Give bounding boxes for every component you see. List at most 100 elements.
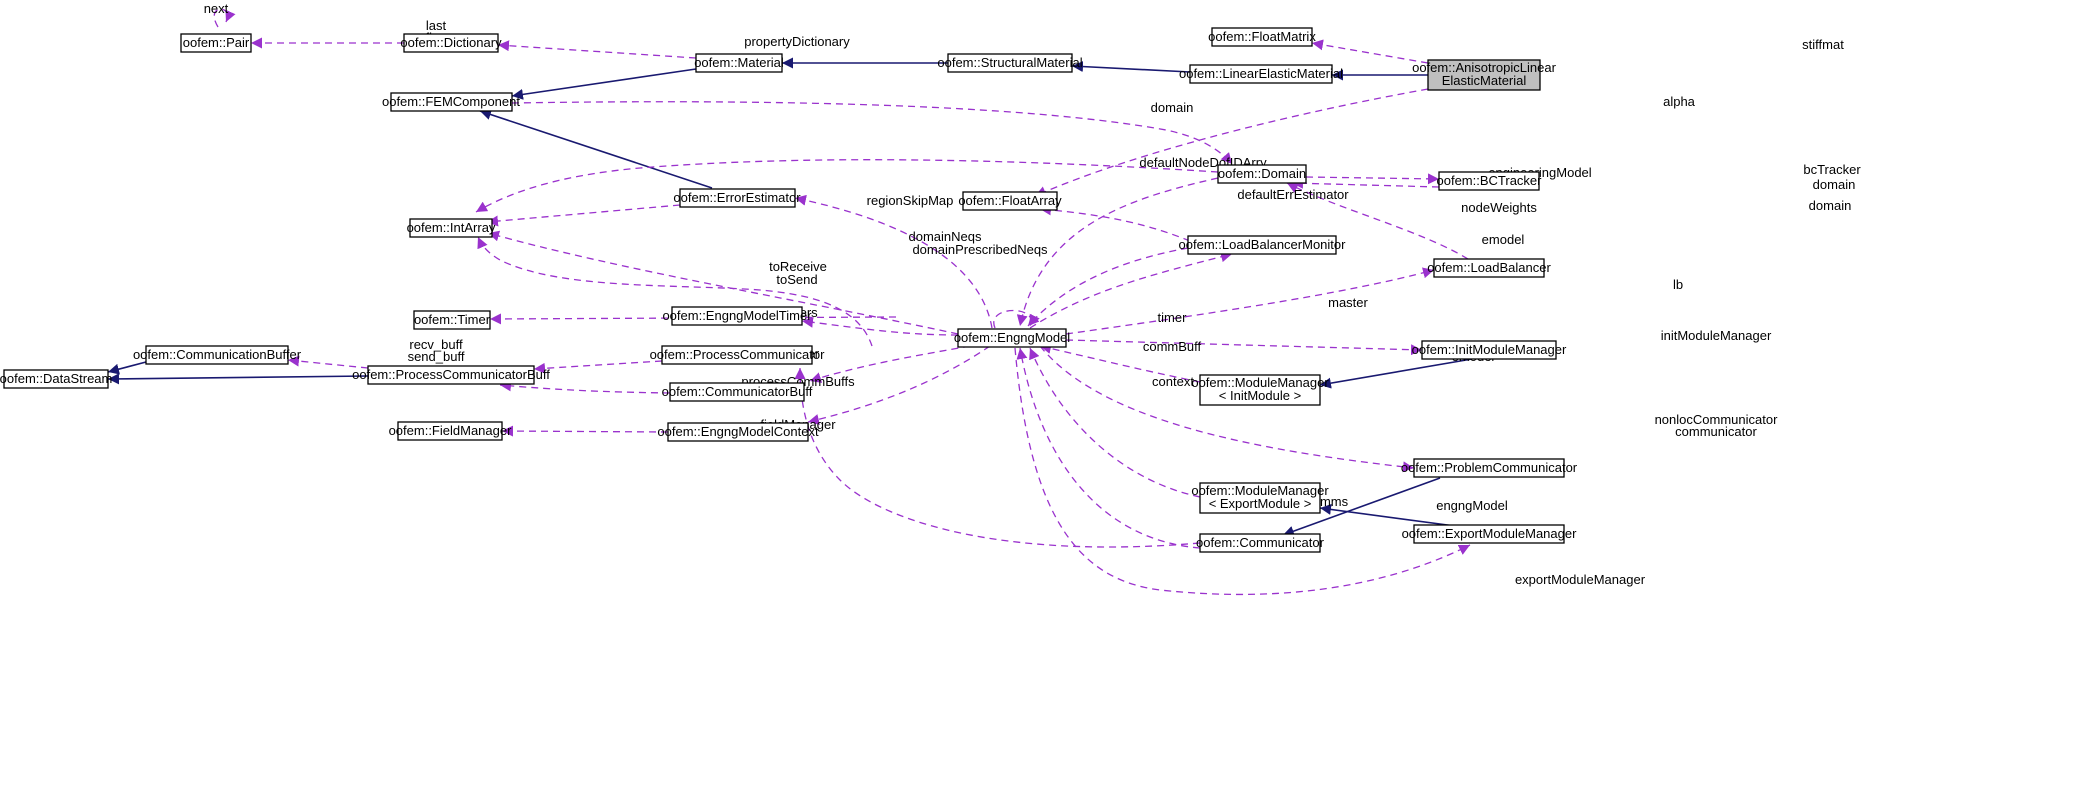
node-dictionary[interactable]: oofem::Dictionary: [400, 33, 502, 53]
edge-engngmodel-to-loadbalancer: [1065, 267, 1435, 335]
node-communication-buffer[interactable]: oofem::CommunicationBuffer: [133, 345, 302, 365]
label-sendbuff: send_buff: [408, 349, 465, 364]
node-communication-buffer-label: oofem::CommunicationBuffer: [133, 347, 302, 362]
node-load-balancer[interactable]: oofem::LoadBalancer: [1427, 258, 1551, 278]
label-nonloccommunicator: nonlocCommunicator: [1655, 412, 1779, 427]
node-module-manager-init-label-line1: oofem::ModuleManager: [1191, 375, 1329, 390]
node-float-array-label: oofem::FloatArray: [958, 193, 1062, 208]
edge-engngmodel-to-exportmodulemanager: [1014, 347, 1471, 596]
node-domain[interactable]: oofem::Domain: [1217, 164, 1307, 184]
node-init-module-manager[interactable]: oofem::InitModuleManager: [1412, 340, 1567, 360]
node-load-balancer-monitor[interactable]: oofem::LoadBalancerMonitor: [1179, 235, 1347, 255]
node-anisotropic-label-line1: oofem::AnisotropicLinear: [1412, 60, 1556, 75]
edge-engngmodel-to-engngmodelcontext: [807, 345, 991, 425]
node-pair[interactable]: oofem::Pair: [180, 33, 252, 53]
node-linear-elastic-material[interactable]: oofem::LinearElasticMaterial: [1179, 64, 1343, 84]
edge-material-to-dictionary: [497, 40, 697, 59]
node-communicator-buff-label: oofem::CommunicatorBuff: [662, 384, 813, 399]
label-regionskipmap: regionSkipMap: [867, 193, 954, 208]
edge-bctracker-to-domain: [1291, 177, 1440, 189]
edge-engngmodel-to-errorestimator: [794, 194, 993, 329]
node-pair-label: oofem::Pair: [183, 35, 250, 50]
node-communicator[interactable]: oofem::Communicator: [1196, 533, 1325, 553]
node-float-array[interactable]: oofem::FloatArray: [958, 191, 1062, 211]
node-process-communicator-buff-label: oofem::ProcessCommunicatorBuff: [352, 367, 550, 382]
node-int-array[interactable]: oofem::IntArray: [407, 218, 496, 238]
node-field-manager[interactable]: oofem::FieldManager: [389, 421, 513, 441]
node-engng-model-label: oofem::EngngModel: [954, 330, 1070, 345]
edge-engngmodel-to-problemcommunicator: [1039, 345, 1415, 473]
label-recvbuff: recv_buff: [409, 337, 463, 352]
node-bc-tracker-label: oofem::BCTracker: [1437, 173, 1543, 188]
edge-engngmodeltimer-to-timer: [489, 313, 897, 325]
edge-processcommunicator-to-intarray: [477, 236, 873, 347]
node-anisotropic-label-line2: ElasticMaterial: [1442, 73, 1527, 88]
usage-edges: [213, 8, 1471, 596]
node-engng-model[interactable]: oofem::EngngModel: [954, 328, 1070, 348]
label-domainneqs: domainNeqs: [909, 229, 982, 244]
node-float-matrix[interactable]: oofem::FloatMatrix: [1208, 27, 1316, 47]
edge-domain-to-bctracker: [1305, 173, 1440, 185]
node-error-estimator[interactable]: oofem::ErrorEstimator: [673, 188, 801, 208]
nodes: oofem::Pair oofem::Dictionary oofem::Mat…: [0, 27, 1578, 553]
node-bc-tracker[interactable]: oofem::BCTracker: [1437, 171, 1543, 191]
node-engng-model-context[interactable]: oofem::EngngModelContext: [657, 422, 819, 442]
node-engng-model-timer[interactable]: oofem::EngngModelTimer: [662, 306, 812, 326]
node-engng-model-timer-label: oofem::EngngModelTimer: [662, 308, 812, 323]
edge-processcommbuff-to-datastream: [107, 373, 369, 385]
label-defaulterrestimator: defaultErrEstimator: [1237, 187, 1349, 202]
node-problem-communicator[interactable]: oofem::ProblemCommunicator: [1401, 458, 1578, 478]
label-timer: timer: [1158, 310, 1188, 325]
node-module-manager-export[interactable]: oofem::ModuleManager < ExportModule >: [1191, 482, 1329, 514]
node-module-manager-export-label-line2: < ExportModule >: [1209, 496, 1312, 511]
edge-engngmodel-to-engngmodeltimer: [801, 316, 959, 336]
node-error-estimator-label: oofem::ErrorEstimator: [673, 190, 801, 205]
label-domain-loadbalancer: domain: [1809, 198, 1852, 213]
label-master: master: [1328, 295, 1368, 310]
node-anisotropic-linear-elastic-material[interactable]: oofem::AnisotropicLinear ElasticMaterial: [1412, 59, 1557, 91]
node-process-communicator[interactable]: oofem::ProcessCommunicator: [650, 345, 826, 365]
node-problem-communicator-label: oofem::ProblemCommunicator: [1401, 460, 1578, 475]
node-module-manager-init[interactable]: oofem::ModuleManager < InitModule >: [1191, 374, 1329, 406]
label-tosend: toSend: [776, 272, 817, 287]
node-fem-component[interactable]: oofem::FEMComponent: [382, 92, 520, 112]
edge-modulemanager-init-to-engngmodel: [1039, 343, 1201, 383]
label-engngmodel: engngModel: [1436, 498, 1508, 513]
edge-labels: next last first propertyDictionary stiff…: [204, 1, 1862, 587]
node-timer[interactable]: oofem::Timer: [413, 310, 491, 330]
edge-initmodulemanager-to-modulemanager: [1319, 358, 1473, 389]
edge-processcommunicator-to-processcommbuff: [533, 360, 663, 374]
label-domain-bctracker: domain: [1813, 177, 1856, 192]
node-export-module-manager[interactable]: oofem::ExportModuleManager: [1402, 524, 1578, 544]
edge-anisotropic-to-floatmatrix: [1311, 39, 1429, 64]
edge-linearelastic-to-structural: [1071, 61, 1191, 73]
node-timer-label: oofem::Timer: [414, 312, 491, 327]
label-toreceive: toReceive: [769, 259, 827, 274]
label-lb: lb: [1673, 277, 1683, 292]
node-export-module-manager-label: oofem::ExportModuleManager: [1402, 526, 1578, 541]
node-data-stream[interactable]: oofem::DataStream: [0, 369, 112, 389]
label-stiffmat: stiffmat: [1802, 37, 1844, 52]
edge-engngmodel-to-lbm: [1029, 251, 1233, 329]
node-material[interactable]: oofem::Material: [694, 53, 784, 73]
edge-errorestimator-to-femcomponent: [479, 109, 713, 189]
edge-engngmodel-master: [993, 309, 1040, 329]
node-load-balancer-monitor-label: oofem::LoadBalancerMonitor: [1179, 237, 1347, 252]
edge-engngmodel-to-intarray: [487, 230, 959, 335]
label-next: next: [204, 1, 229, 16]
edge-errorestimator-to-intarray: [486, 204, 681, 227]
edge-lbm-to-engngmodel: [1027, 247, 1189, 327]
node-linear-elastic-material-label: oofem::LinearElasticMaterial: [1179, 66, 1343, 81]
node-domain-label: oofem::Domain: [1218, 166, 1306, 181]
node-process-communicator-buff[interactable]: oofem::ProcessCommunicatorBuff: [352, 365, 550, 385]
edge-processcommbuff-to-communicationbuffer: [287, 355, 369, 369]
node-load-balancer-label: oofem::LoadBalancer: [1427, 260, 1551, 275]
edge-material-to-femcomponent: [511, 68, 697, 100]
node-communicator-buff[interactable]: oofem::CommunicatorBuff: [662, 382, 813, 402]
label-initmodulemanager: initModuleManager: [1661, 328, 1772, 343]
edge-engngmodel-to-initmodulemanager: [1065, 339, 1423, 356]
node-int-array-label: oofem::IntArray: [407, 220, 496, 235]
node-structural-material[interactable]: oofem::StructuralMaterial: [937, 53, 1083, 73]
label-domain-fem: domain: [1151, 100, 1194, 115]
